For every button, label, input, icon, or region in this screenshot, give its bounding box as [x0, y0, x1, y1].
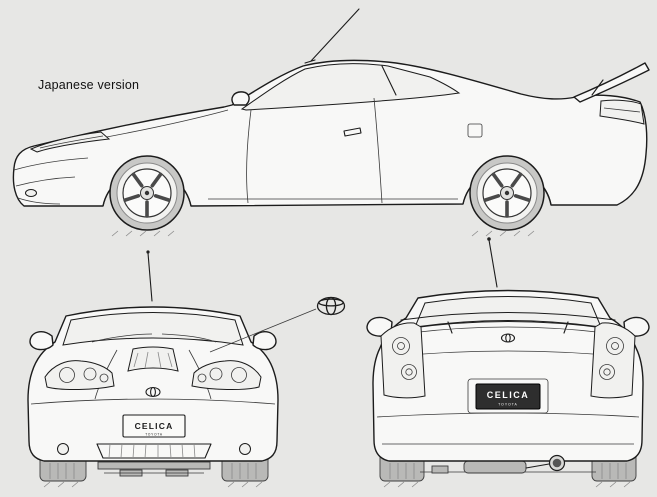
side-glass — [240, 63, 461, 111]
hood-scoop-hatch — [133, 351, 173, 369]
front-left-headlight — [44, 360, 115, 391]
front-license-plate — [122, 414, 186, 438]
ground-hatch-rear — [383, 481, 631, 488]
front-plate-line2: TOYOTA — [145, 433, 163, 437]
front-left-fog — [57, 443, 69, 455]
front-antenna — [147, 252, 153, 302]
front-intake-hatch — [108, 443, 196, 459]
front-tire-tread — [49, 463, 257, 479]
rear-left-taillight-lamps — [392, 337, 417, 380]
toyota-emblem-icon — [316, 296, 346, 316]
front-wheel — [108, 154, 186, 232]
ground-hatch-front — [43, 481, 263, 488]
front-left-headlight-lamps — [59, 367, 109, 383]
front-windshield — [62, 312, 244, 346]
fuel-door — [467, 123, 483, 138]
side-mirror — [231, 91, 250, 106]
rear-body-outline — [372, 289, 644, 462]
emblem-callout-line — [209, 308, 317, 353]
front-view: CELICA TOYOTA — [27, 250, 346, 488]
exhaust-tip-inner — [552, 458, 562, 468]
tail-light-accent — [603, 107, 641, 113]
front-bumper-line — [30, 398, 276, 405]
rear-badge — [475, 383, 541, 410]
front-right-fog — [239, 443, 251, 455]
rear-left-taillight — [380, 322, 426, 399]
rear-bumper-line — [376, 412, 640, 418]
hood-shutline — [95, 109, 229, 140]
tail-light — [599, 99, 645, 125]
door-seam-front — [246, 109, 252, 204]
caption-label: Japanese version — [38, 78, 140, 92]
rear-wheel — [468, 154, 546, 232]
rear-badge-line1: CELICA — [487, 390, 530, 400]
rear-badge-line2: TOYOTA — [498, 403, 518, 407]
front-body-outline — [27, 306, 279, 462]
side-antenna — [304, 8, 360, 64]
hatch-glass-bottom — [409, 326, 607, 334]
rear-tire-tread — [389, 463, 627, 479]
hood-toyota-emblem-icon — [145, 386, 161, 398]
front-bumper-intake — [96, 443, 212, 459]
rear-right-taillight — [590, 322, 636, 399]
rear-spoiler-support — [591, 79, 604, 96]
fog-light — [25, 189, 37, 197]
rear-toyota-emblem-icon — [500, 333, 516, 343]
headlight-accent — [39, 135, 104, 149]
front-left-mirror — [29, 331, 54, 351]
door-handle — [343, 127, 362, 137]
ground-hatch-side — [111, 230, 535, 237]
rear-underbody — [420, 460, 596, 474]
front-bumper-crease — [13, 157, 89, 205]
side-view — [12, 8, 650, 237]
front-underbody — [97, 461, 211, 470]
front-suspension — [104, 469, 204, 477]
front-right-headlight — [191, 360, 262, 391]
rear-spoiler-band — [400, 311, 616, 334]
wipers — [91, 333, 217, 343]
rear-view: CELICA TOYOTA — [366, 237, 650, 488]
front-antenna-tip — [146, 250, 150, 254]
front-plate-line1: CELICA — [135, 421, 174, 431]
door-seam-rear — [373, 97, 383, 204]
hood-scoop — [127, 346, 179, 372]
rear-antenna-tip — [487, 237, 491, 241]
rear-right-taillight-lamps — [599, 337, 624, 380]
rear-antenna — [488, 239, 498, 288]
b-pillar — [381, 65, 397, 96]
front-right-headlight-lamps — [197, 367, 247, 383]
front-right-mirror — [252, 331, 277, 351]
